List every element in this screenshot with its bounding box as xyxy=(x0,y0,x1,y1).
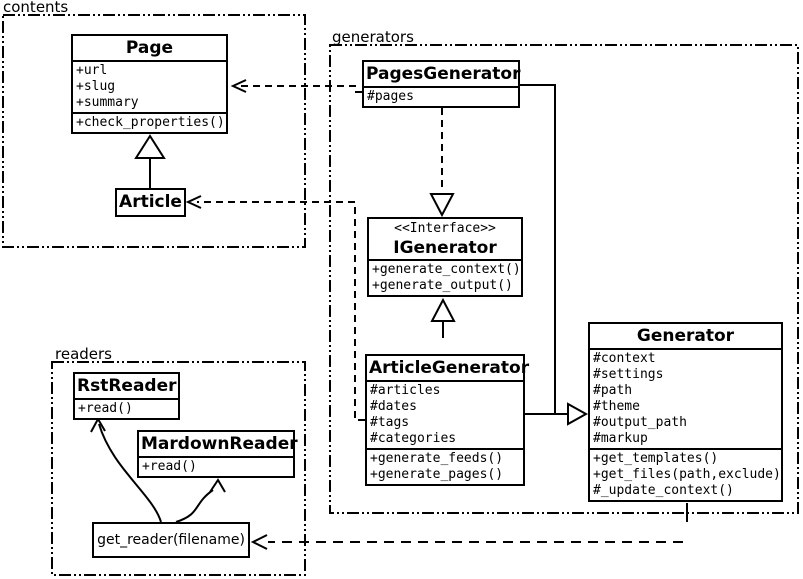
attributes-compartment: #articles#dates#tags#categories xyxy=(367,380,523,448)
edge-pagesgenerator-to-igenerator xyxy=(429,108,455,218)
class-title: IGenerator xyxy=(393,238,497,258)
edge-generator-to-getreader xyxy=(250,534,683,550)
methods-compartment: +read() xyxy=(139,456,293,476)
class-box-rst-reader: RstReader +read() xyxy=(73,372,180,420)
edge-articlegenerator-to-article xyxy=(185,195,365,421)
methods-compartment: +check_properties() xyxy=(73,112,226,132)
edge-article-to-page xyxy=(134,134,166,188)
methods-compartment: +generate_feeds()+generate_pages() xyxy=(367,448,523,484)
member-line: +generate_pages() xyxy=(370,467,504,482)
methods-compartment: +get_templates()+get_files(path,exclude)… xyxy=(590,448,781,500)
class-title: ArticleGenerator xyxy=(369,358,530,378)
member-line: +generate_context() xyxy=(372,262,521,277)
class-title: Article xyxy=(119,192,182,212)
class-box-mardown-reader: MardownReader +read() xyxy=(137,430,298,478)
member-line: #context xyxy=(593,351,656,366)
member-line: +generate_feeds() xyxy=(370,451,504,466)
get-reader-box: get_reader(filename) xyxy=(92,522,250,558)
stereotype-label: <<Interface>> xyxy=(394,221,496,236)
class-box-article-generator: ArticleGenerator #articles#dates#tags#ca… xyxy=(365,354,530,486)
member-line: #tags xyxy=(370,415,410,430)
member-line: #pages xyxy=(367,89,414,104)
attributes-compartment: #pages xyxy=(364,86,518,106)
member-line: +get_templates() xyxy=(593,451,719,466)
class-box-generator: Generator #context#settings#path#theme#o… xyxy=(588,322,783,502)
class-box-article: Article xyxy=(115,188,186,217)
methods-compartment: +read() xyxy=(75,398,178,418)
class-box-pages-generator: PagesGenerator #pages xyxy=(362,60,520,108)
edge-pagesgenerator-to-page xyxy=(230,79,362,93)
member-line: +summary xyxy=(76,95,139,110)
edge-getreader-to-mardownreader xyxy=(175,478,226,523)
member-line: +read() xyxy=(78,401,133,416)
member-line: #categories xyxy=(370,431,457,446)
member-line: #theme xyxy=(593,399,640,414)
member-line: #dates xyxy=(370,399,417,414)
class-box-igenerator: <<Interface>> IGenerator +generate_conte… xyxy=(367,217,523,297)
attributes-compartment: #context#settings#path#theme#output_path… xyxy=(590,348,781,448)
member-line: #_update_context() xyxy=(593,483,734,498)
edge-articlegenerator-to-igenerator xyxy=(430,297,456,338)
generators-package-label: generators xyxy=(332,28,414,46)
member-line: #markup xyxy=(593,431,648,446)
member-line: +get_files(path,exclude) xyxy=(593,467,781,482)
member-line: #settings xyxy=(593,367,664,382)
contents-package-border xyxy=(2,14,306,248)
methods-compartment: +generate_context()+generate_output() xyxy=(369,259,521,295)
member-line: #path xyxy=(593,383,633,398)
attributes-compartment: +url+slug+summary xyxy=(73,60,226,112)
class-title: Page xyxy=(125,38,174,58)
member-line: +slug xyxy=(76,79,116,94)
member-line: #articles xyxy=(370,383,441,398)
class-title: PagesGenerator xyxy=(366,64,521,84)
member-line: #output_path xyxy=(593,415,687,430)
member-line: +generate_output() xyxy=(372,278,513,293)
class-title: RstReader xyxy=(77,376,177,396)
edge-generators-to-generator xyxy=(520,84,589,426)
get-reader-label: get_reader(filename) xyxy=(97,532,245,548)
interface-header: <<Interface>> IGenerator xyxy=(369,219,521,259)
readers-package-label: readers xyxy=(55,345,112,363)
member-line: +read() xyxy=(142,459,197,474)
readers-package-border xyxy=(51,361,306,576)
class-title: Generator xyxy=(636,326,735,346)
class-box-page: Page +url+slug+summary +check_properties… xyxy=(71,34,228,134)
class-title: MardownReader xyxy=(141,434,298,454)
contents-package-label: contents xyxy=(3,0,69,16)
member-line: +check_properties() xyxy=(76,115,225,130)
generators-package-border xyxy=(329,44,799,514)
member-line: +url xyxy=(76,63,108,78)
